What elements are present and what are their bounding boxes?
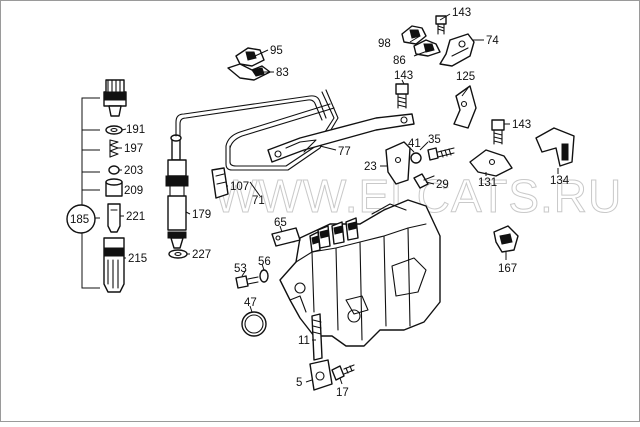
callout-134: 134 bbox=[550, 175, 570, 187]
clamp-86 bbox=[413, 39, 441, 57]
callout-179: 179 bbox=[192, 209, 211, 221]
fitting-5 bbox=[309, 359, 333, 391]
oring-47 bbox=[241, 311, 267, 337]
callout-95: 95 bbox=[270, 45, 283, 57]
callout-215: 215 bbox=[128, 253, 147, 265]
callout-71: 71 bbox=[252, 195, 265, 207]
group-bracket bbox=[81, 97, 100, 289]
callout-98: 98 bbox=[378, 38, 391, 50]
callout-11: 11 bbox=[298, 335, 310, 347]
bracket-134 bbox=[535, 127, 575, 167]
fuel-injector-179 bbox=[165, 134, 189, 249]
callout-107: 107 bbox=[230, 181, 249, 193]
washer-227 bbox=[168, 249, 188, 259]
washer-41 bbox=[410, 152, 422, 164]
callout-83: 83 bbox=[276, 67, 289, 79]
washer-56 bbox=[259, 269, 269, 283]
bolt-143-middle bbox=[395, 83, 409, 109]
stud-11 bbox=[311, 313, 323, 361]
callout-143-right: 143 bbox=[512, 119, 531, 131]
callout-167: 167 bbox=[498, 263, 517, 275]
bracket-23 bbox=[385, 141, 411, 185]
callout-65: 65 bbox=[274, 217, 287, 229]
callout-77: 77 bbox=[338, 146, 351, 158]
clip-167 bbox=[493, 225, 519, 253]
callout-125: 125 bbox=[456, 71, 475, 83]
callout-35: 35 bbox=[428, 134, 441, 146]
callout-23: 23 bbox=[364, 161, 377, 173]
bolt-35 bbox=[427, 147, 455, 161]
clamp-98 bbox=[401, 25, 427, 45]
bracket-74 bbox=[439, 33, 475, 67]
line-bracket-77 bbox=[267, 113, 415, 163]
leader-lines bbox=[118, 13, 559, 385]
bracket-131 bbox=[469, 149, 513, 177]
callout-5: 5 bbox=[296, 377, 302, 389]
callout-197: 197 bbox=[124, 143, 143, 155]
callout-47: 47 bbox=[244, 297, 257, 309]
bolt-143-right bbox=[491, 119, 505, 145]
callout-74: 74 bbox=[486, 35, 499, 47]
callout-227: 227 bbox=[192, 249, 211, 261]
callout-17: 17 bbox=[336, 387, 349, 399]
callout-143-top: 143 bbox=[452, 7, 471, 19]
clamp-95 bbox=[235, 47, 265, 67]
bracket-125 bbox=[453, 85, 477, 129]
callout-56: 56 bbox=[258, 256, 271, 268]
callout-143-middle: 143 bbox=[394, 70, 413, 82]
callout-86: 86 bbox=[393, 55, 406, 67]
callout-221: 221 bbox=[126, 211, 145, 223]
injection-pump-body bbox=[279, 199, 441, 347]
bolt-29 bbox=[413, 173, 435, 189]
injection-lines-71 bbox=[175, 89, 339, 171]
clamp-83 bbox=[227, 63, 271, 81]
callout-203: 203 bbox=[124, 165, 143, 177]
callout-41: 41 bbox=[408, 138, 421, 150]
callout-circle-185 bbox=[66, 204, 96, 234]
callout-29: 29 bbox=[436, 179, 449, 191]
callout-53: 53 bbox=[234, 263, 247, 275]
bolt-17 bbox=[331, 364, 355, 381]
injector-nozzle-holder-185 bbox=[103, 79, 127, 293]
callout-209: 209 bbox=[124, 185, 143, 197]
callout-191: 191 bbox=[126, 124, 145, 136]
bolt-143-top bbox=[435, 15, 447, 35]
callout-131: 131 bbox=[478, 177, 497, 189]
plate-65 bbox=[271, 227, 301, 247]
callout-numbers: 95 83 98 86 143 74 143 125 143 134 191 1… bbox=[70, 7, 570, 399]
callout-185: 185 bbox=[70, 214, 89, 226]
bolt-53 bbox=[235, 275, 259, 289]
